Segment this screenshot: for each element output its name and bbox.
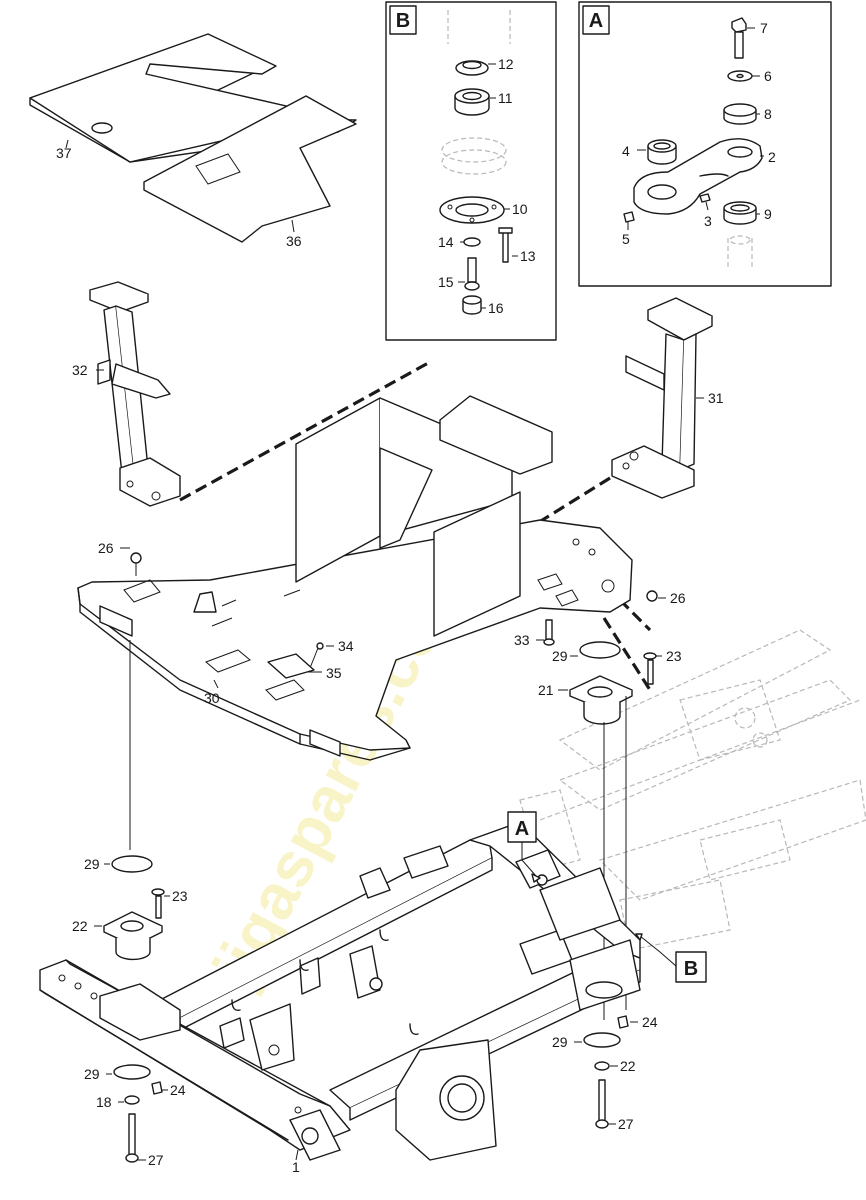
main-frame-1: 1 <box>39 821 641 1175</box>
mat-labels: 37 36 <box>56 139 302 249</box>
mount-stack-left: 29 23 22 <box>72 855 188 961</box>
label-p27b: 27 <box>618 1116 634 1132</box>
label-p30: 30 <box>204 690 220 706</box>
ghost-chassis-outline <box>519 629 866 951</box>
callout-b-label: B <box>684 958 698 980</box>
label-p29c: 29 <box>84 1066 100 1082</box>
label-a9: 9 <box>764 206 772 222</box>
label-a5: 5 <box>622 231 630 247</box>
label-b15: 15 <box>438 274 454 290</box>
label-p18: 18 <box>96 1094 112 1110</box>
box-a-title: A <box>589 10 603 32</box>
dashed-connection-right-lower <box>618 598 652 632</box>
label-a7: 7 <box>760 20 768 36</box>
label-b14: 14 <box>438 234 454 250</box>
platform-30 <box>77 395 658 761</box>
label-p29a: 29 <box>552 648 568 664</box>
box-b-title: B <box>396 10 410 32</box>
label-a4: 4 <box>622 143 630 159</box>
label-a3: 3 <box>704 213 712 229</box>
label-a6: 6 <box>764 68 772 84</box>
label-p26a: 26 <box>98 540 114 556</box>
label-p23b: 23 <box>172 888 188 904</box>
label-p33: 33 <box>514 632 530 648</box>
dashed-connection-left <box>179 360 431 502</box>
label-p27a: 27 <box>148 1152 164 1168</box>
callout-a-label: A <box>515 818 529 840</box>
label-a8: 8 <box>764 106 772 122</box>
lower-stack-left: 29 24 18 27 <box>84 1064 186 1168</box>
label-p1: 1 <box>292 1159 300 1175</box>
detail-box-a: A 7 <box>578 1 832 287</box>
support-post-31: 31 <box>611 297 724 499</box>
lower-stack-right: 24 29 22 27 <box>552 1014 658 1132</box>
label-p23a: 23 <box>666 648 682 664</box>
label-p37: 37 <box>56 145 72 161</box>
label-b12: 12 <box>498 56 514 72</box>
dashed-connection-right-mid <box>602 617 652 691</box>
label-b16: 16 <box>488 300 504 316</box>
label-p21: 21 <box>538 682 554 698</box>
floor-mat-36 <box>143 95 357 243</box>
label-a2: 2 <box>768 149 776 165</box>
label-p22a: 22 <box>72 918 88 934</box>
label-p29b: 29 <box>84 856 100 872</box>
part-26: 26 26 <box>98 540 686 606</box>
label-p31: 31 <box>708 390 724 406</box>
label-p35: 35 <box>326 665 342 681</box>
callout-b: B <box>635 933 707 983</box>
label-b11: 11 <box>498 90 513 106</box>
detail-box-b: B 12 11 <box>385 1 557 341</box>
label-b13: 13 <box>520 248 536 264</box>
label-p24a: 24 <box>170 1082 186 1098</box>
callout-a: A <box>507 811 541 883</box>
support-post-32: 32 <box>72 281 181 507</box>
label-b10: 10 <box>512 201 528 217</box>
label-p32: 32 <box>72 362 88 378</box>
label-p26b: 26 <box>670 590 686 606</box>
label-p34: 34 <box>338 638 354 654</box>
label-p36: 36 <box>286 233 302 249</box>
bolt-33: 33 <box>514 619 555 648</box>
mount-stack-right: 29 23 21 <box>538 641 682 725</box>
label-p29d: 29 <box>552 1034 568 1050</box>
part-34-35: 34 35 30 <box>204 638 354 706</box>
label-p22b: 22 <box>620 1058 636 1074</box>
label-p24b: 24 <box>642 1014 658 1030</box>
